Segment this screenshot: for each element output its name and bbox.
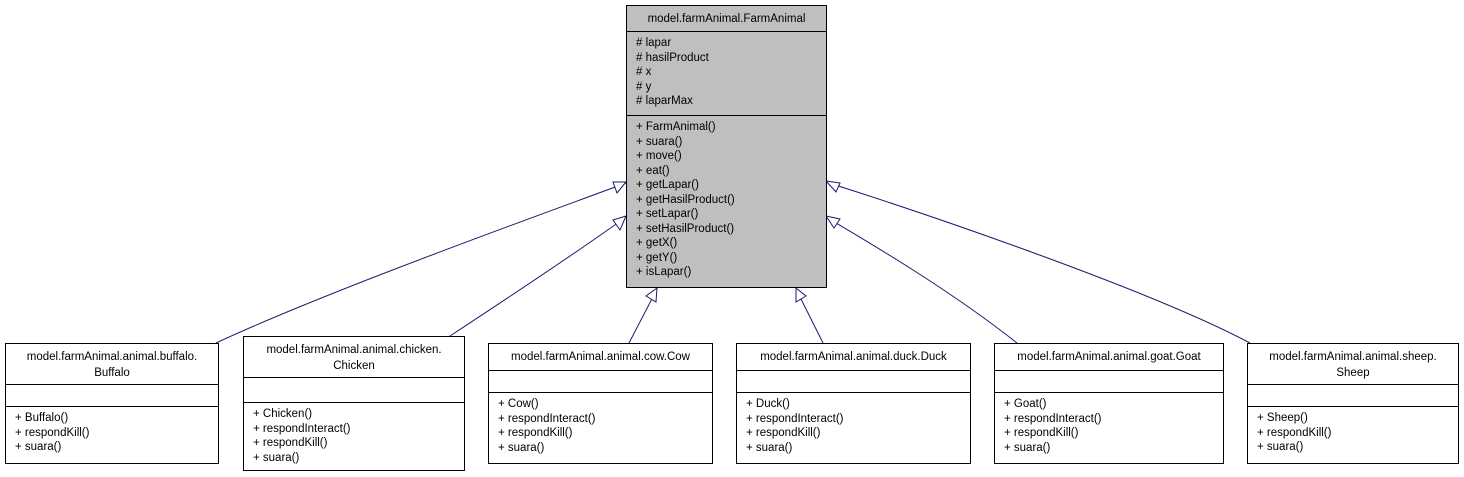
method-row: + Cow() [498, 398, 539, 410]
attributes-section [489, 370, 712, 392]
class-buffalo[interactable]: model.farmAnimal.animal.buffalo. Buffalo… [5, 343, 219, 464]
class-farmanimal[interactable]: model.farmAnimal.FarmAnimal # lapar # has… [626, 5, 827, 288]
arrowhead-chicken [612, 215, 627, 232]
class-title: model.farmAnimal.animal.cow.Cow [489, 344, 712, 370]
method-row: + suara() [498, 441, 545, 454]
edge-chicken [449, 216, 627, 337]
method-row: + respondInteract() [253, 422, 351, 435]
method-row: + Buffalo() [15, 412, 69, 424]
attribute-row: # hasilProduct [636, 51, 709, 64]
class-title: model.farmAnimal.animal.sheep. Sheep [1248, 344, 1458, 384]
method-row: + respondInteract() [498, 412, 596, 425]
method-row: + Goat() [1004, 398, 1047, 410]
title-line: Buffalo [94, 367, 130, 379]
title-line: model.farmAnimal.animal.duck.Duck [760, 351, 947, 363]
method-row: + Duck() [746, 398, 790, 410]
attributes-section [1248, 384, 1458, 406]
method-row: + respondKill() [1004, 427, 1079, 439]
methods-section: + Goat() + respondInteract() + respondKi… [995, 392, 1223, 458]
edge-buffalo [215, 182, 627, 344]
class-title: model.farmAnimal.animal.buffalo. Buffalo [6, 344, 218, 384]
attributes-section [737, 370, 970, 392]
class-title: model.farmAnimal.FarmAnimal [647, 13, 806, 25]
class-cow[interactable]: model.farmAnimal.animal.cow.Cow + Cow() … [488, 343, 713, 464]
method-row: + respondKill() [253, 437, 328, 449]
method-row: + respondKill() [746, 427, 821, 439]
method-row: + FarmAnimal() [636, 121, 716, 133]
edge-duck [797, 292, 824, 344]
attributes-section [6, 384, 218, 406]
method-row: + setHasilProduct() [636, 222, 735, 235]
method-row: + respondKill() [1257, 426, 1332, 439]
class-title: model.farmAnimal.animal.duck.Duck [737, 344, 970, 370]
attribute-row: # y [636, 80, 652, 93]
method-row: + isLapar() [636, 266, 692, 278]
method-row: + suara() [746, 441, 793, 454]
attributes-section [995, 370, 1223, 392]
method-row: + getLapar() [636, 179, 699, 191]
title-line: model.farmAnimal.animal.chicken. [266, 344, 442, 356]
class-chicken[interactable]: model.farmAnimal.animal.chicken. Chicken… [243, 336, 465, 471]
methods-section: + Buffalo() + respondKill() + suara() [6, 406, 218, 458]
methods-section: + Duck() + respondInteract() + respondKi… [737, 392, 970, 458]
class-title: model.farmAnimal.animal.goat.Goat [995, 344, 1223, 370]
method-row: + suara() [253, 451, 300, 464]
title-line: model.farmAnimal.animal.buffalo. [26, 351, 198, 363]
attribute-row: # lapar [636, 37, 672, 49]
arrowhead-buffalo [612, 181, 628, 194]
arrowhead-cow [645, 286, 658, 303]
method-row: + respondKill() [498, 427, 573, 439]
method-row: + Sheep() [1257, 412, 1308, 424]
class-duck[interactable]: model.farmAnimal.animal.duck.Duck + Duck… [736, 343, 971, 464]
attribute-row: # laparMax [636, 95, 693, 107]
method-row: + respondInteract() [746, 412, 844, 425]
method-row: + setLapar() [636, 208, 699, 220]
method-row: + suara() [15, 441, 62, 453]
edge-sheep [825, 181, 1251, 344]
edge-cow [628, 292, 656, 344]
method-row: + suara() [636, 135, 683, 148]
methods-section: + Sheep() + respondKill() + suara() [1248, 406, 1458, 458]
method-row: + move() [636, 150, 682, 162]
class-title: model.farmAnimal.animal.chicken. Chicken [244, 337, 464, 377]
method-row: + getX() [636, 237, 678, 249]
class-goat[interactable]: model.farmAnimal.animal.goat.Goat + Goat… [994, 343, 1224, 464]
arrowhead-duck [795, 286, 807, 303]
title-line: model.farmAnimal.animal.cow.Cow [511, 351, 690, 363]
method-row: + respondKill() [15, 426, 90, 439]
method-row: + getHasilProduct() [636, 193, 735, 206]
class-sheep[interactable]: model.farmAnimal.animal.sheep. Sheep + S… [1247, 343, 1459, 464]
attributes-section [244, 377, 464, 402]
arrowhead-goat [824, 215, 841, 229]
method-row: + suara() [1257, 441, 1304, 453]
method-row: + suara() [1004, 441, 1051, 454]
methods-section: + Chicken() + respondInteract() + respon… [244, 402, 464, 468]
method-row: + Chicken() [253, 408, 313, 420]
methods-section: + Cow() + respondInteract() + respondKil… [489, 392, 712, 458]
method-row: + respondInteract() [1004, 412, 1102, 425]
arrowhead-sheep [824, 180, 841, 193]
attributes-section: # lapar # hasilProduct # x # y # laparMax [627, 31, 826, 115]
attribute-row: # x [636, 66, 652, 78]
edge-goat [825, 216, 1018, 344]
title-line: Chicken [333, 360, 375, 372]
title-line: model.farmAnimal.animal.goat.Goat [1017, 351, 1201, 363]
method-row: + getY() [636, 251, 678, 264]
methods-section: + FarmAnimal() + suara() + move() + eat() + … [627, 115, 826, 283]
method-row: + eat() [636, 164, 670, 177]
title-line: model.farmAnimal.animal.sheep. [1269, 351, 1437, 363]
title-line: Sheep [1336, 367, 1370, 379]
